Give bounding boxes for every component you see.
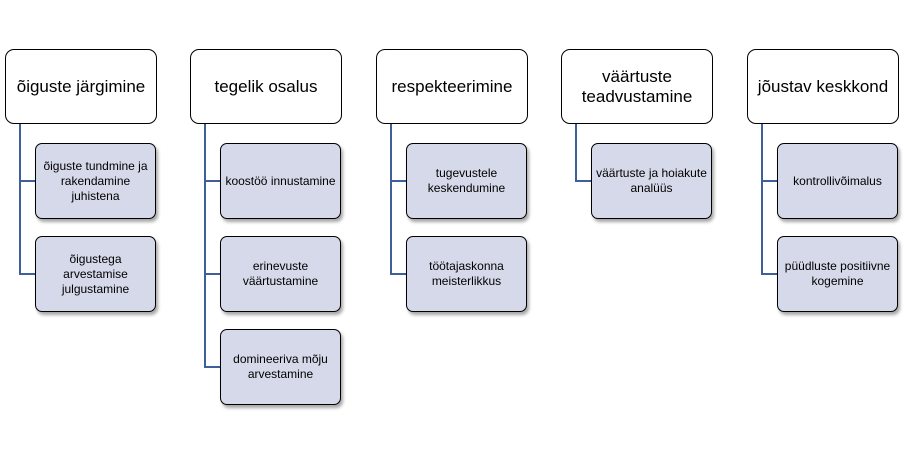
sub-item-box: erinevuste väärtustamine <box>220 236 341 312</box>
sub-item-box: õigustega arvestamise julgustamine <box>35 236 156 312</box>
category-box: õiguste järgimine <box>5 49 157 124</box>
category-box: tegelik osalus <box>190 49 342 124</box>
sub-item-box: tugevustele keskendumine <box>406 143 527 219</box>
sub-item-box: kontrollivõimalus <box>777 143 898 219</box>
category-box: väärtuste teadvustamine <box>561 49 713 124</box>
sub-item-box: koostöö innustamine <box>220 143 341 219</box>
sub-item-box: väärtuste ja hoiakute analüüs <box>591 143 712 219</box>
category-box: respekteerimine <box>376 49 528 124</box>
sub-item-box: töötajaskonna meisterlikkus <box>406 236 527 312</box>
sub-item-box: püüdluste positiivne kogemine <box>777 236 898 312</box>
category-box: jõustav keskkond <box>747 49 899 124</box>
sub-item-box: domineeriva mõju arvestamine <box>220 329 341 405</box>
sub-item-box: õiguste tundmine ja rakendamine juhisten… <box>35 143 156 219</box>
